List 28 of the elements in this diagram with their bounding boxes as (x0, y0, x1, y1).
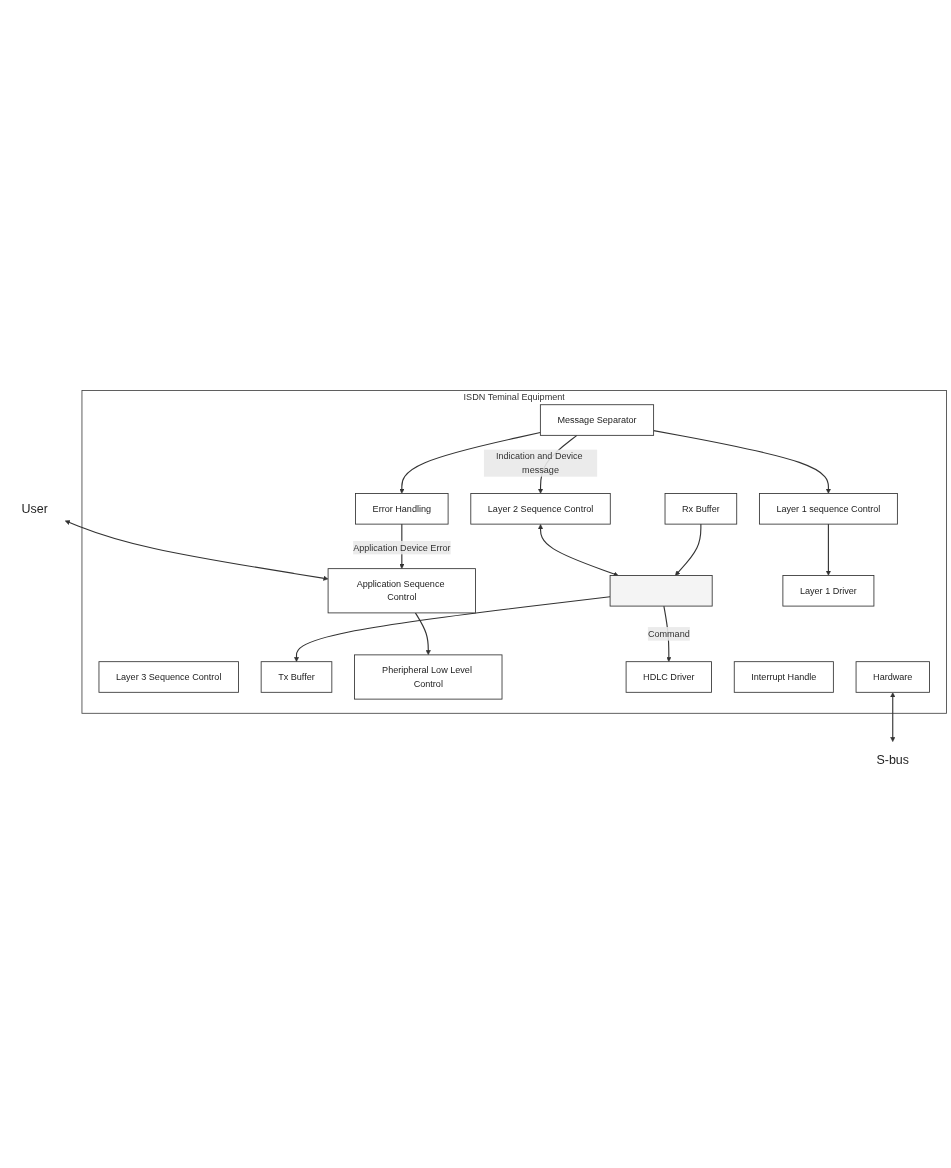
node-box: Application Sequence Control (327, 568, 476, 614)
arrow (653, 430, 831, 494)
arrow (890, 692, 896, 742)
node-box: Error Handling (355, 493, 449, 525)
arrow (414, 612, 431, 656)
arrow (294, 596, 611, 662)
arrow (538, 524, 619, 577)
edge-label: Command (647, 628, 690, 639)
node-box: Rx Buffer (664, 493, 738, 525)
node-box: Pheripheral Low Level Control (354, 654, 503, 700)
node-box: Hardware (855, 661, 930, 693)
edge-label: Indication and Device message (495, 451, 583, 475)
node-box: Tx Buffer (260, 661, 333, 693)
node-box: HDLC Driver (625, 661, 712, 693)
node-text: User (21, 501, 48, 516)
node-box: Layer 1 Driver (782, 575, 875, 607)
node-text: S-bus (876, 752, 910, 767)
edge-label: Application Device Error (353, 542, 451, 553)
arrow (64, 520, 329, 581)
node-box: Message Separator (539, 404, 655, 436)
arrow (399, 432, 541, 494)
node-bar (609, 575, 713, 607)
node-box: Layer 3 Sequence Control (98, 661, 239, 693)
node-box: Interrupt Handle (733, 661, 834, 693)
node-box: Layer 2 Sequence Control (470, 493, 611, 525)
arrow (675, 523, 702, 576)
node-box: Layer 1 sequence Control (759, 493, 898, 525)
arrow (825, 523, 831, 576)
